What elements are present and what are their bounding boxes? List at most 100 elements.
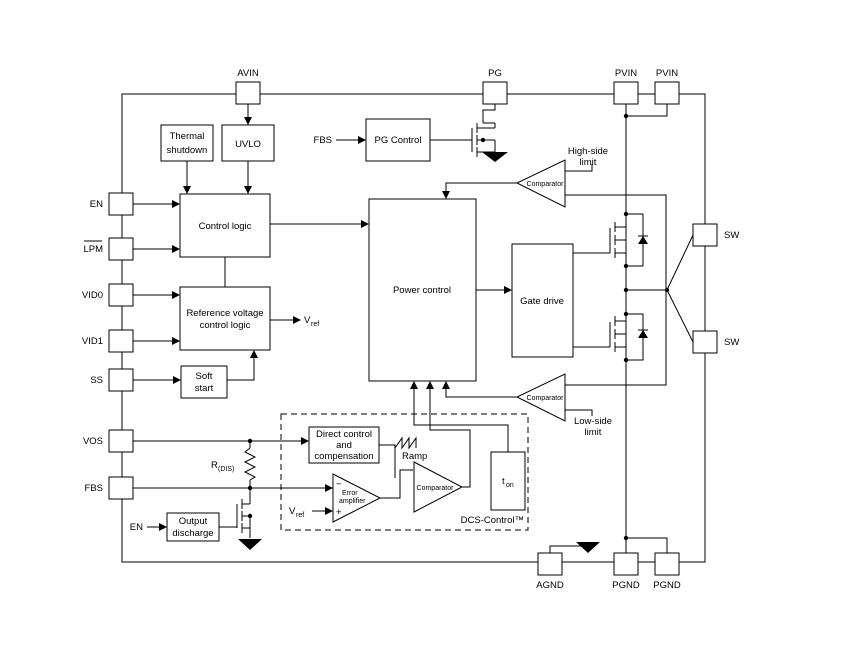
svg-text:(DIS): (DIS) <box>218 466 234 473</box>
pin-sw-2: SW <box>692 330 739 354</box>
ic-outline <box>121 93 706 563</box>
pin-agnd-label: AGND <box>536 580 564 591</box>
pgnd-rail <box>626 537 668 553</box>
gate-drive-block: Gate drive <box>511 243 574 358</box>
pin-vid1: VID1 <box>82 329 134 353</box>
control-logic-block: Control logic <box>179 193 271 258</box>
ton-block: t on <box>490 451 526 511</box>
pin-pgnd-1: PGND <box>612 552 640 591</box>
err-minus: − <box>336 479 342 490</box>
vref-output-label: V ref <box>304 315 319 328</box>
pin-vid0: VID0 <box>82 283 134 307</box>
pin-ss: SS <box>90 368 134 392</box>
en-input-label: EN <box>130 522 143 533</box>
dcs-control-region <box>280 413 529 531</box>
pin-vos: VOS <box>83 429 134 453</box>
pg-control-block: PG Control <box>365 118 431 162</box>
svg-text:on: on <box>506 482 514 489</box>
pin-sw-1-label: SW <box>724 230 739 241</box>
reference-voltage-block: Reference voltage control logic <box>179 286 271 351</box>
agnd-ground-icon <box>576 542 600 553</box>
svg-text:Direct control: Direct control <box>316 429 372 440</box>
svg-text:Comparator: Comparator <box>527 395 565 402</box>
svg-text:Comparator: Comparator <box>527 181 565 188</box>
svg-text:Soft: Soft <box>196 371 213 382</box>
svg-text:Error: Error <box>342 490 358 497</box>
pin-pg: PG <box>482 68 508 105</box>
output-discharge-block: Output discharge <box>166 512 220 542</box>
pin-en: EN <box>90 192 134 216</box>
pg-ground-icon <box>482 152 508 162</box>
svg-text:ref: ref <box>311 321 319 328</box>
uvlo-block: UVLO <box>221 124 275 162</box>
svg-text:Output: Output <box>179 516 208 527</box>
pg-mosfet-symbol <box>471 122 496 157</box>
svg-text:Control logic: Control logic <box>199 221 252 232</box>
pin-pvin-2: PVIN <box>654 68 680 105</box>
err-plus: + <box>336 507 342 518</box>
rdis-label: R (DIS) <box>211 460 234 473</box>
dcs-control-label: DCS-Control™ <box>461 515 524 526</box>
low-side-mosfet-symbol <box>609 313 648 361</box>
svg-text:R: R <box>211 460 218 471</box>
direct-control-block: Direct control and compensation <box>308 426 380 464</box>
svg-text:Power control: Power control <box>393 285 451 296</box>
thermal-shutdown-block: Thermal shutdown <box>160 124 214 162</box>
pin-vid1-label: VID1 <box>82 336 103 347</box>
fbs-input-label: FBS <box>314 135 332 146</box>
pin-pvin-2-label: PVIN <box>656 68 678 79</box>
pin-pvin-1-label: PVIN <box>615 68 637 79</box>
pin-pgnd-1-label: PGND <box>612 580 640 591</box>
pin-en-label: EN <box>90 199 103 210</box>
high-side-comparator: Comparator <box>515 159 566 208</box>
pin-avin: AVIN <box>235 68 261 105</box>
svg-text:amplifier: amplifier <box>339 498 366 505</box>
discharge-ground-icon <box>238 539 262 550</box>
svg-text:Reference voltage: Reference voltage <box>186 308 263 319</box>
pin-ss-label: SS <box>90 375 103 386</box>
svg-text:shutdown: shutdown <box>167 145 208 156</box>
discharge-mosfet-symbol <box>236 497 251 538</box>
svg-text:Comparator: Comparator <box>417 485 455 492</box>
pin-pgnd-2: PGND <box>653 552 681 591</box>
svg-text:t: t <box>502 476 505 487</box>
ramp-label: Ramp <box>402 451 427 462</box>
high-side-mosfet-symbol <box>609 213 648 267</box>
svg-text:compensation: compensation <box>314 451 373 462</box>
low-side-limit-label-1: Low-side <box>574 416 612 427</box>
pin-agnd: AGND <box>536 552 564 591</box>
pin-lpm: LPM <box>83 237 134 261</box>
svg-text:start: start <box>195 383 214 394</box>
svg-text:Gate drive: Gate drive <box>520 296 564 307</box>
svg-text:V: V <box>304 315 311 326</box>
soft-start-block: Soft start <box>180 365 228 399</box>
pin-fbs: FBS <box>85 476 134 500</box>
svg-text:V: V <box>289 506 296 517</box>
ramp-icon <box>394 436 417 450</box>
wiring <box>133 104 694 553</box>
svg-text:Thermal: Thermal <box>170 131 205 142</box>
pin-pgnd-2-label: PGND <box>653 580 681 591</box>
pin-avin-label: AVIN <box>237 68 259 79</box>
pin-sw-1: SW <box>692 223 739 247</box>
low-side-limit-label-2: limit <box>585 427 602 438</box>
svg-text:and: and <box>336 440 352 451</box>
error-amplifier: Error amplifier − + <box>332 473 382 523</box>
svg-text:control logic: control logic <box>200 320 251 331</box>
pin-sw-2-label: SW <box>724 337 739 348</box>
pin-fbs-label: FBS <box>85 483 103 494</box>
svg-text:ref: ref <box>296 512 304 519</box>
high-side-limit-label-2: limit <box>580 157 597 168</box>
junction-dots <box>247 113 670 541</box>
svg-text:PG Control: PG Control <box>375 135 422 146</box>
high-side-limit-label-1: High-side <box>568 146 608 157</box>
pin-vid0-label: VID0 <box>82 290 103 301</box>
svg-text:discharge: discharge <box>172 528 213 539</box>
svg-text:UVLO: UVLO <box>235 139 261 150</box>
mid-comparator: Comparator <box>413 461 464 513</box>
pin-lpm-label: LPM <box>83 244 103 255</box>
low-side-comparator: Comparator <box>515 373 566 422</box>
pin-pvin-1: PVIN <box>613 68 639 105</box>
pin-pg-label: PG <box>488 68 502 79</box>
pin-vos-label: VOS <box>83 436 103 447</box>
